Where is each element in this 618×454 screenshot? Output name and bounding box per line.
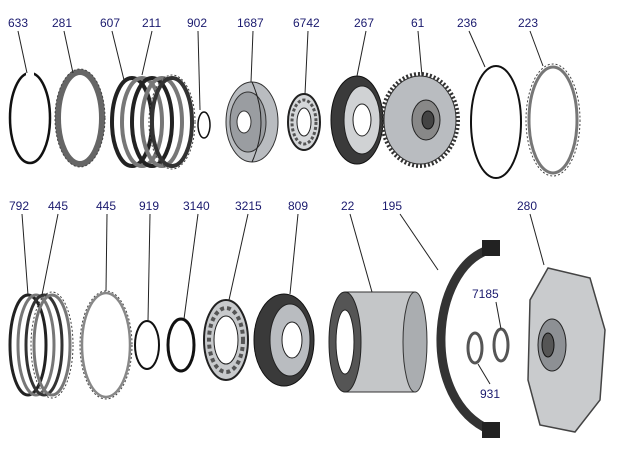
label-792: 792 bbox=[9, 199, 29, 213]
label-211: 211 bbox=[142, 16, 161, 30]
label-919: 919 bbox=[139, 199, 159, 213]
label-281: 281 bbox=[52, 16, 72, 30]
part-236-snap-ring bbox=[470, 65, 522, 179]
part-3215-spring-plate bbox=[203, 299, 249, 381]
part-267-housing bbox=[330, 75, 384, 165]
label-6742: 6742 bbox=[293, 16, 320, 30]
leader-lines bbox=[17, 30, 545, 385]
part-633-snap-ring bbox=[8, 70, 52, 165]
label-223: 223 bbox=[518, 16, 538, 30]
label-445-left: 445 bbox=[48, 199, 68, 213]
part-number-labels: 633 281 607 211 902 1687 6742 267 61 236… bbox=[8, 16, 538, 401]
label-267: 267 bbox=[354, 16, 374, 30]
label-1687: 1687 bbox=[237, 16, 264, 30]
label-280: 280 bbox=[517, 199, 537, 213]
part-809-hub bbox=[253, 293, 315, 387]
label-607: 607 bbox=[100, 16, 120, 30]
label-633: 633 bbox=[8, 16, 28, 30]
part-902-small-ring bbox=[197, 111, 211, 139]
label-3215: 3215 bbox=[235, 199, 262, 213]
label-445-right: 445 bbox=[96, 199, 116, 213]
part-445-plate bbox=[79, 290, 133, 400]
label-7185: 7185 bbox=[472, 287, 499, 301]
part-281-plate bbox=[54, 68, 106, 168]
part-607-211-clutch-pack bbox=[110, 74, 196, 170]
part-792-445-plates bbox=[8, 291, 74, 399]
part-22-drum bbox=[328, 291, 428, 393]
part-223-plate bbox=[525, 63, 581, 177]
label-61: 61 bbox=[411, 16, 425, 30]
part-3140-ring bbox=[166, 317, 196, 373]
label-3140: 3140 bbox=[183, 199, 210, 213]
part-1687-piston bbox=[225, 81, 279, 163]
label-195: 195 bbox=[382, 199, 402, 213]
label-22: 22 bbox=[341, 199, 355, 213]
label-809: 809 bbox=[288, 199, 308, 213]
part-195-band bbox=[436, 240, 500, 438]
part-6742-bearing bbox=[287, 93, 321, 151]
part-7185-washer bbox=[492, 327, 510, 363]
label-931: 931 bbox=[480, 387, 500, 401]
part-61-drum bbox=[380, 72, 460, 168]
part-280-housing bbox=[527, 267, 606, 433]
part-931-washer bbox=[466, 331, 484, 365]
label-902: 902 bbox=[187, 16, 207, 30]
label-236: 236 bbox=[457, 16, 477, 30]
part-919-ring bbox=[134, 320, 160, 370]
